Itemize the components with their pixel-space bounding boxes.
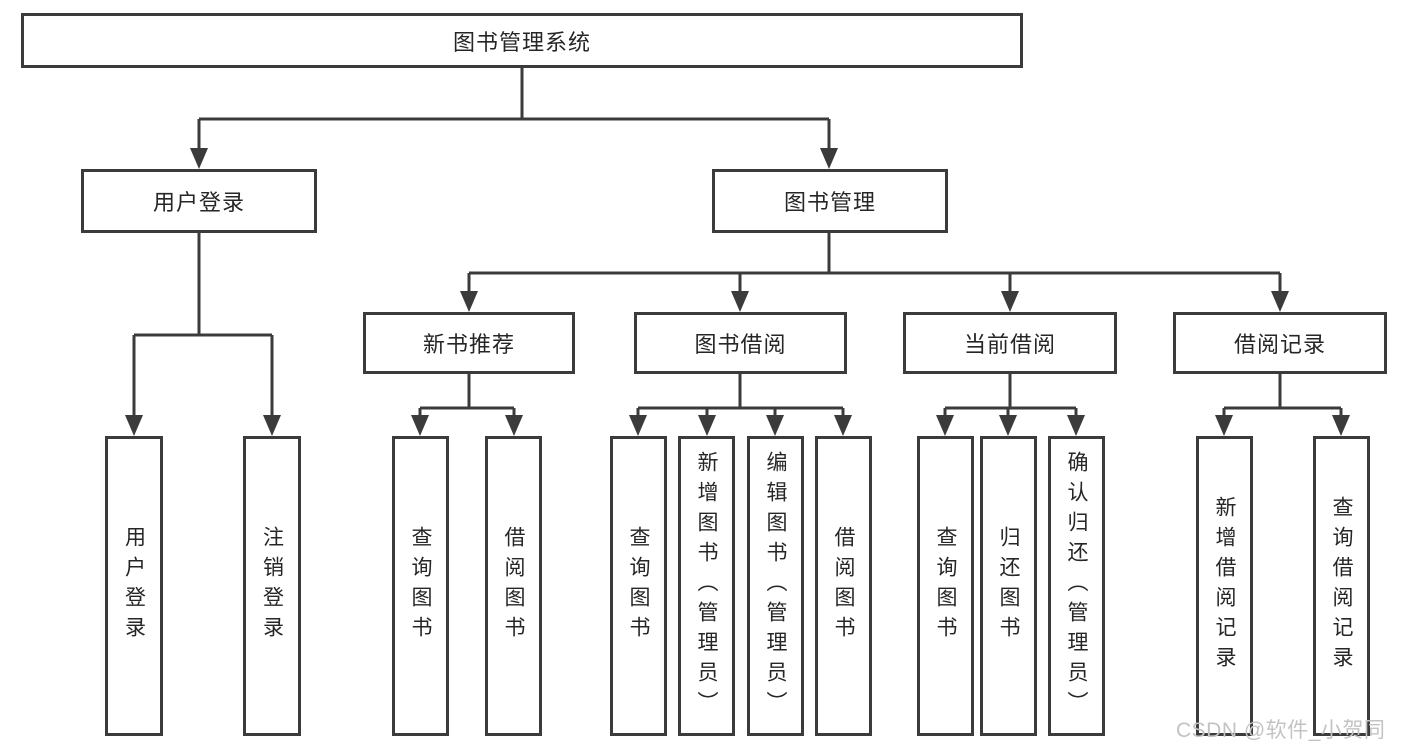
node-label: 当前借阅 <box>963 332 1056 357</box>
leaf-borrow-books-borrowing: 借阅图书 <box>815 436 872 736</box>
node-label: 新增借阅记录 <box>1213 496 1236 676</box>
node-user-login-group: 用户登录 <box>81 169 317 233</box>
node-label: 编辑图书（管理员） <box>764 451 787 721</box>
node-label: 查询图书 <box>409 526 432 646</box>
node-borrow-records: 借阅记录 <box>1173 312 1387 374</box>
node-book-borrowing: 图书借阅 <box>634 312 847 374</box>
leaf-confirm-return-admin: 确认归还（管理员） <box>1048 436 1105 736</box>
leaf-add-borrow-record: 新增借阅记录 <box>1196 436 1253 736</box>
node-label: 新增图书（管理员） <box>695 451 718 721</box>
node-new-book-recommend: 新书推荐 <box>363 312 575 374</box>
leaf-query-books-borrowing: 查询图书 <box>610 436 667 736</box>
node-label: 查询图书 <box>627 526 650 646</box>
leaf-add-book-admin: 新增图书（管理员） <box>678 436 735 736</box>
node-label: 用户登录 <box>122 526 146 646</box>
node-library-system: 图书管理系统 <box>21 13 1023 68</box>
arrowheads <box>125 148 1350 436</box>
node-label: 借阅图书 <box>502 526 525 646</box>
connector-path <box>132 68 1343 418</box>
node-current-borrowing: 当前借阅 <box>903 312 1117 374</box>
node-book-management: 图书管理 <box>712 169 948 233</box>
node-label: 归还图书 <box>997 526 1020 646</box>
leaf-edit-book-admin: 编辑图书（管理员） <box>747 436 804 736</box>
node-label: 用户登录 <box>152 190 245 215</box>
node-label: 确认归还（管理员） <box>1065 451 1088 721</box>
node-label: 图书管理 <box>783 190 876 215</box>
node-label: 新书推荐 <box>422 332 515 357</box>
leaf-query-books-current: 查询图书 <box>917 436 974 736</box>
leaf-borrow-books-recommend: 借阅图书 <box>485 436 542 736</box>
watermark: CSDN @软件_小贺同学 <box>1176 719 1386 742</box>
leaf-return-books: 归还图书 <box>980 436 1037 736</box>
leaf-logout: 注销登录 <box>243 436 301 736</box>
node-label: 注销登录 <box>260 526 284 646</box>
node-label: 查询图书 <box>934 526 957 646</box>
node-label: 图书管理系统 <box>452 29 591 55</box>
node-label: 借阅图书 <box>832 526 855 646</box>
node-label: 借阅记录 <box>1233 332 1326 357</box>
node-label: 图书借阅 <box>694 332 787 357</box>
leaf-query-books-recommend: 查询图书 <box>392 436 449 736</box>
leaf-user-login: 用户登录 <box>105 436 163 736</box>
leaf-query-borrow-record: 查询借阅记录 <box>1313 436 1370 736</box>
node-label: 查询借阅记录 <box>1330 496 1353 676</box>
